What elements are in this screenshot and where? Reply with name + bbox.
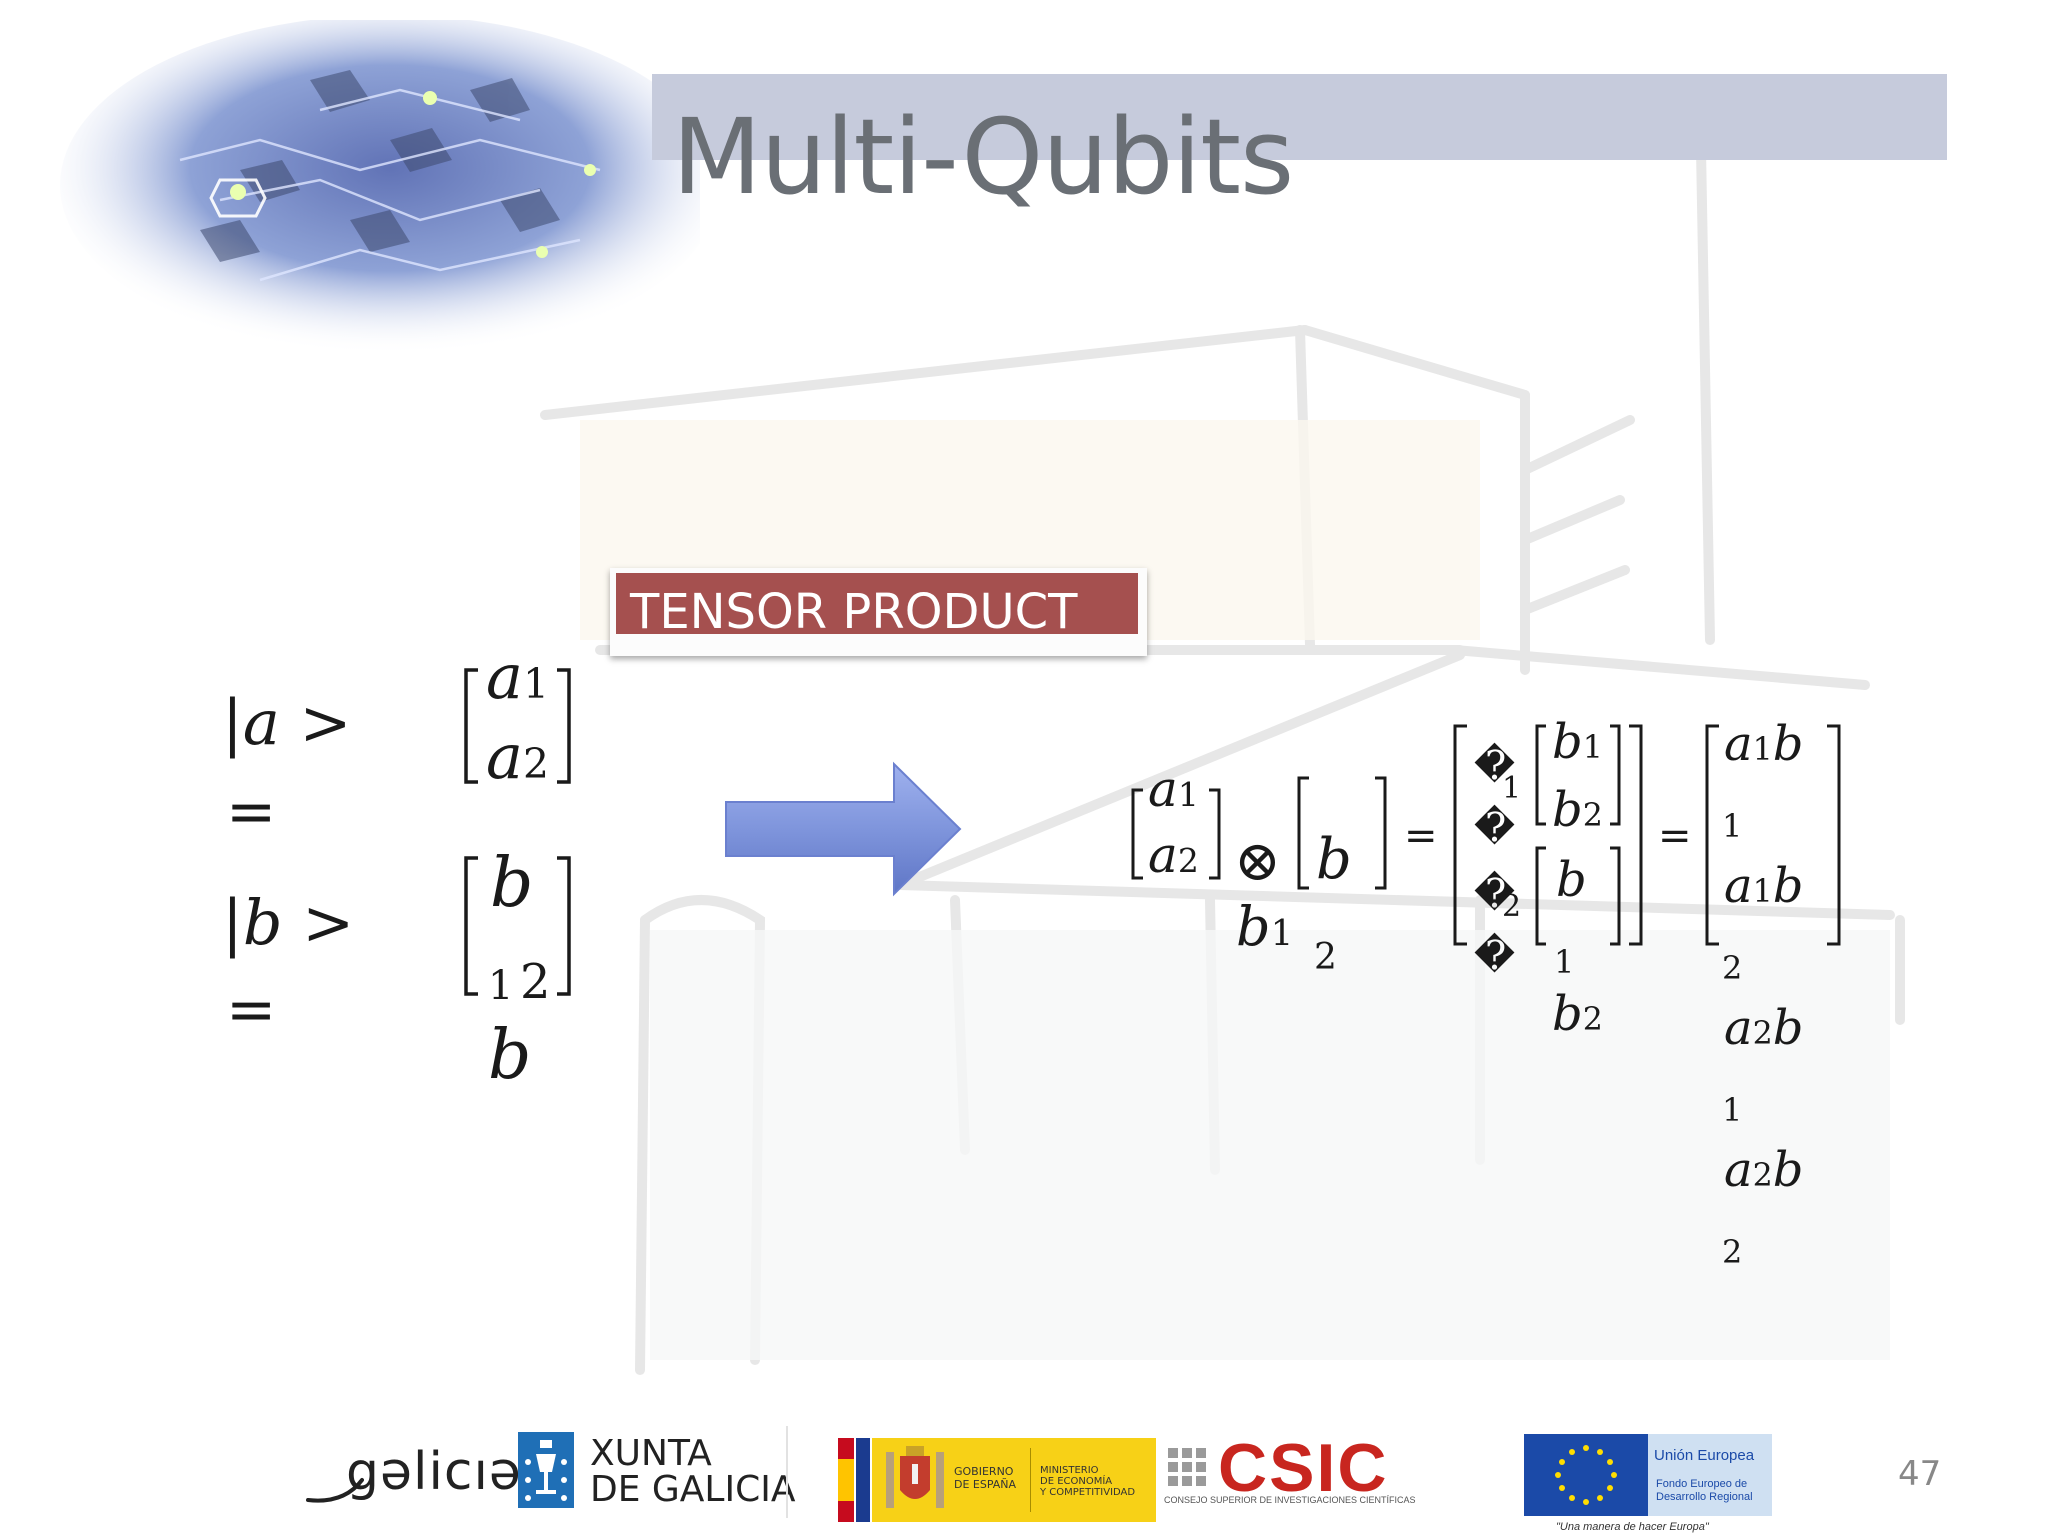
result-a1b: a1b	[1724, 716, 1804, 772]
replacement-glyph-1: �	[1474, 743, 1516, 789]
circuit-board-graphic	[60, 20, 700, 350]
bracket-left-tp-b	[1297, 776, 1309, 890]
bracket-right-tp-b	[1375, 776, 1387, 890]
bracket-right-tp-a	[1209, 788, 1221, 880]
eu-title: Unión Europea	[1654, 1447, 1755, 1464]
result-sub-2b: 2	[1722, 1233, 1743, 1271]
eu-motto: "Una manera de hacer Europa"	[1556, 1521, 1709, 1533]
bracket-left-result	[1705, 724, 1719, 946]
eu-sub-line-2: Desarrollo Regional	[1656, 1491, 1753, 1503]
vector-b-b: b	[490, 844, 534, 923]
result-a2b-2: a2b	[1724, 1142, 1804, 1198]
result-a2b: a2b	[1724, 1000, 1804, 1056]
bracket-left-b	[464, 856, 478, 996]
xunta-line-2: DE GALICIA	[590, 1469, 796, 1510]
csic-logo-text: CSIC	[1218, 1430, 1389, 1506]
replacement-glyph-4: �	[1474, 933, 1516, 979]
equals-sign-tp-2: =	[1658, 813, 1692, 859]
eu-stars-icon	[1555, 1445, 1617, 1505]
tensor-product-label-box: TENSOR PRODUCT	[610, 568, 1147, 656]
inner-1-b1: b1	[1552, 714, 1603, 770]
footer-divider	[786, 1426, 788, 1518]
eu-strip	[856, 1438, 870, 1522]
equals-sign-b: =	[226, 975, 277, 1045]
tensor-product-label: TENSOR PRODUCT	[616, 573, 1138, 640]
title-band	[652, 74, 1947, 160]
bracket-right-a	[557, 668, 571, 784]
replacement-glyph-3: �	[1474, 871, 1516, 917]
bracket-left-a	[464, 668, 478, 784]
slide-title: Multi-Qubits	[672, 96, 1294, 218]
bracket-left-tp-block	[1453, 724, 1467, 946]
bracket-left-inner-2	[1535, 846, 1546, 946]
tp-a-entry-1: a1	[1148, 760, 1199, 818]
equals-sign-a: =	[226, 777, 277, 847]
ket-b: |b >	[222, 886, 355, 959]
tp-a-entry-2: a2	[1148, 826, 1199, 884]
gobierno-line-2: DE ESPAÑA	[954, 1478, 1017, 1491]
vector-a-entry-1: a1	[486, 640, 549, 713]
gobierno-line-1: GOBIERNO	[954, 1465, 1014, 1478]
page-number: 47	[1898, 1454, 1942, 1494]
result-sub-2a: 2	[1722, 949, 1743, 987]
inner-1-b2: b2	[1552, 782, 1603, 838]
spain-coat-of-arms-icon	[886, 1446, 944, 1508]
bracket-right-inner-1	[1610, 724, 1621, 826]
spain-flag-strip	[838, 1438, 854, 1522]
tp-b1: b1	[1236, 895, 1294, 958]
bracket-right-inner-2	[1610, 846, 1621, 946]
otimes-symbol: ⊗	[1234, 829, 1281, 894]
eu-text-panel	[1648, 1434, 1772, 1516]
bracket-right-result	[1827, 724, 1841, 946]
ministerio-line-3: Y COMPETITIVIDAD	[1040, 1487, 1136, 1498]
xunta-shield-icon	[518, 1432, 574, 1508]
tp-block-sub-2: 2	[1502, 889, 1522, 924]
ministerio-line-2: DE ECONOMÍA	[1040, 1476, 1113, 1487]
bracket-right-tp-block	[1629, 724, 1643, 946]
bracket-left-inner-1	[1535, 724, 1546, 826]
inner-2-sub-1: 1	[1554, 943, 1575, 981]
bracket-left-tp-a	[1131, 788, 1143, 880]
galicia-logo-text: gəlicıə	[346, 1442, 522, 1502]
tp-sub-2: 2	[1314, 937, 1337, 978]
csic-subtitle: Consejo Superior de Investigaciones Cien…	[1164, 1495, 1416, 1505]
ministerio-line-1: MINISTERIO	[1040, 1465, 1099, 1476]
ministerio-divider	[1030, 1448, 1031, 1512]
replacement-glyph-2: �	[1474, 805, 1516, 851]
tp-block-sub-1: 1	[1502, 771, 1522, 806]
xunta-line-1: XUNTA	[590, 1433, 712, 1474]
ket-a: |a >	[222, 686, 352, 759]
vector-b-sub-2: 2	[520, 954, 551, 1010]
tp-b-b: b	[1316, 827, 1352, 892]
inner-2-b2: b2	[1552, 986, 1603, 1042]
csic-emblem-icon	[1168, 1448, 1206, 1486]
equals-sign-tp-1: =	[1404, 813, 1438, 859]
vector-b-sub-1: 1	[488, 963, 514, 1009]
galicia-logo-swoosh	[306, 1478, 364, 1503]
result-sub-1b: 1	[1722, 1091, 1743, 1129]
eu-sub-line-1: Fondo Europeo de	[1656, 1478, 1748, 1490]
right-arrow-icon	[725, 761, 962, 897]
bracket-right-b	[557, 856, 571, 996]
inner-2-b: b	[1556, 852, 1587, 908]
result-a1b-2: a1b	[1724, 858, 1804, 914]
vector-a-entry-2: a2	[486, 720, 549, 793]
result-sub-1a: 1	[1722, 807, 1743, 845]
vector-b-stray-b: b	[488, 1016, 532, 1095]
